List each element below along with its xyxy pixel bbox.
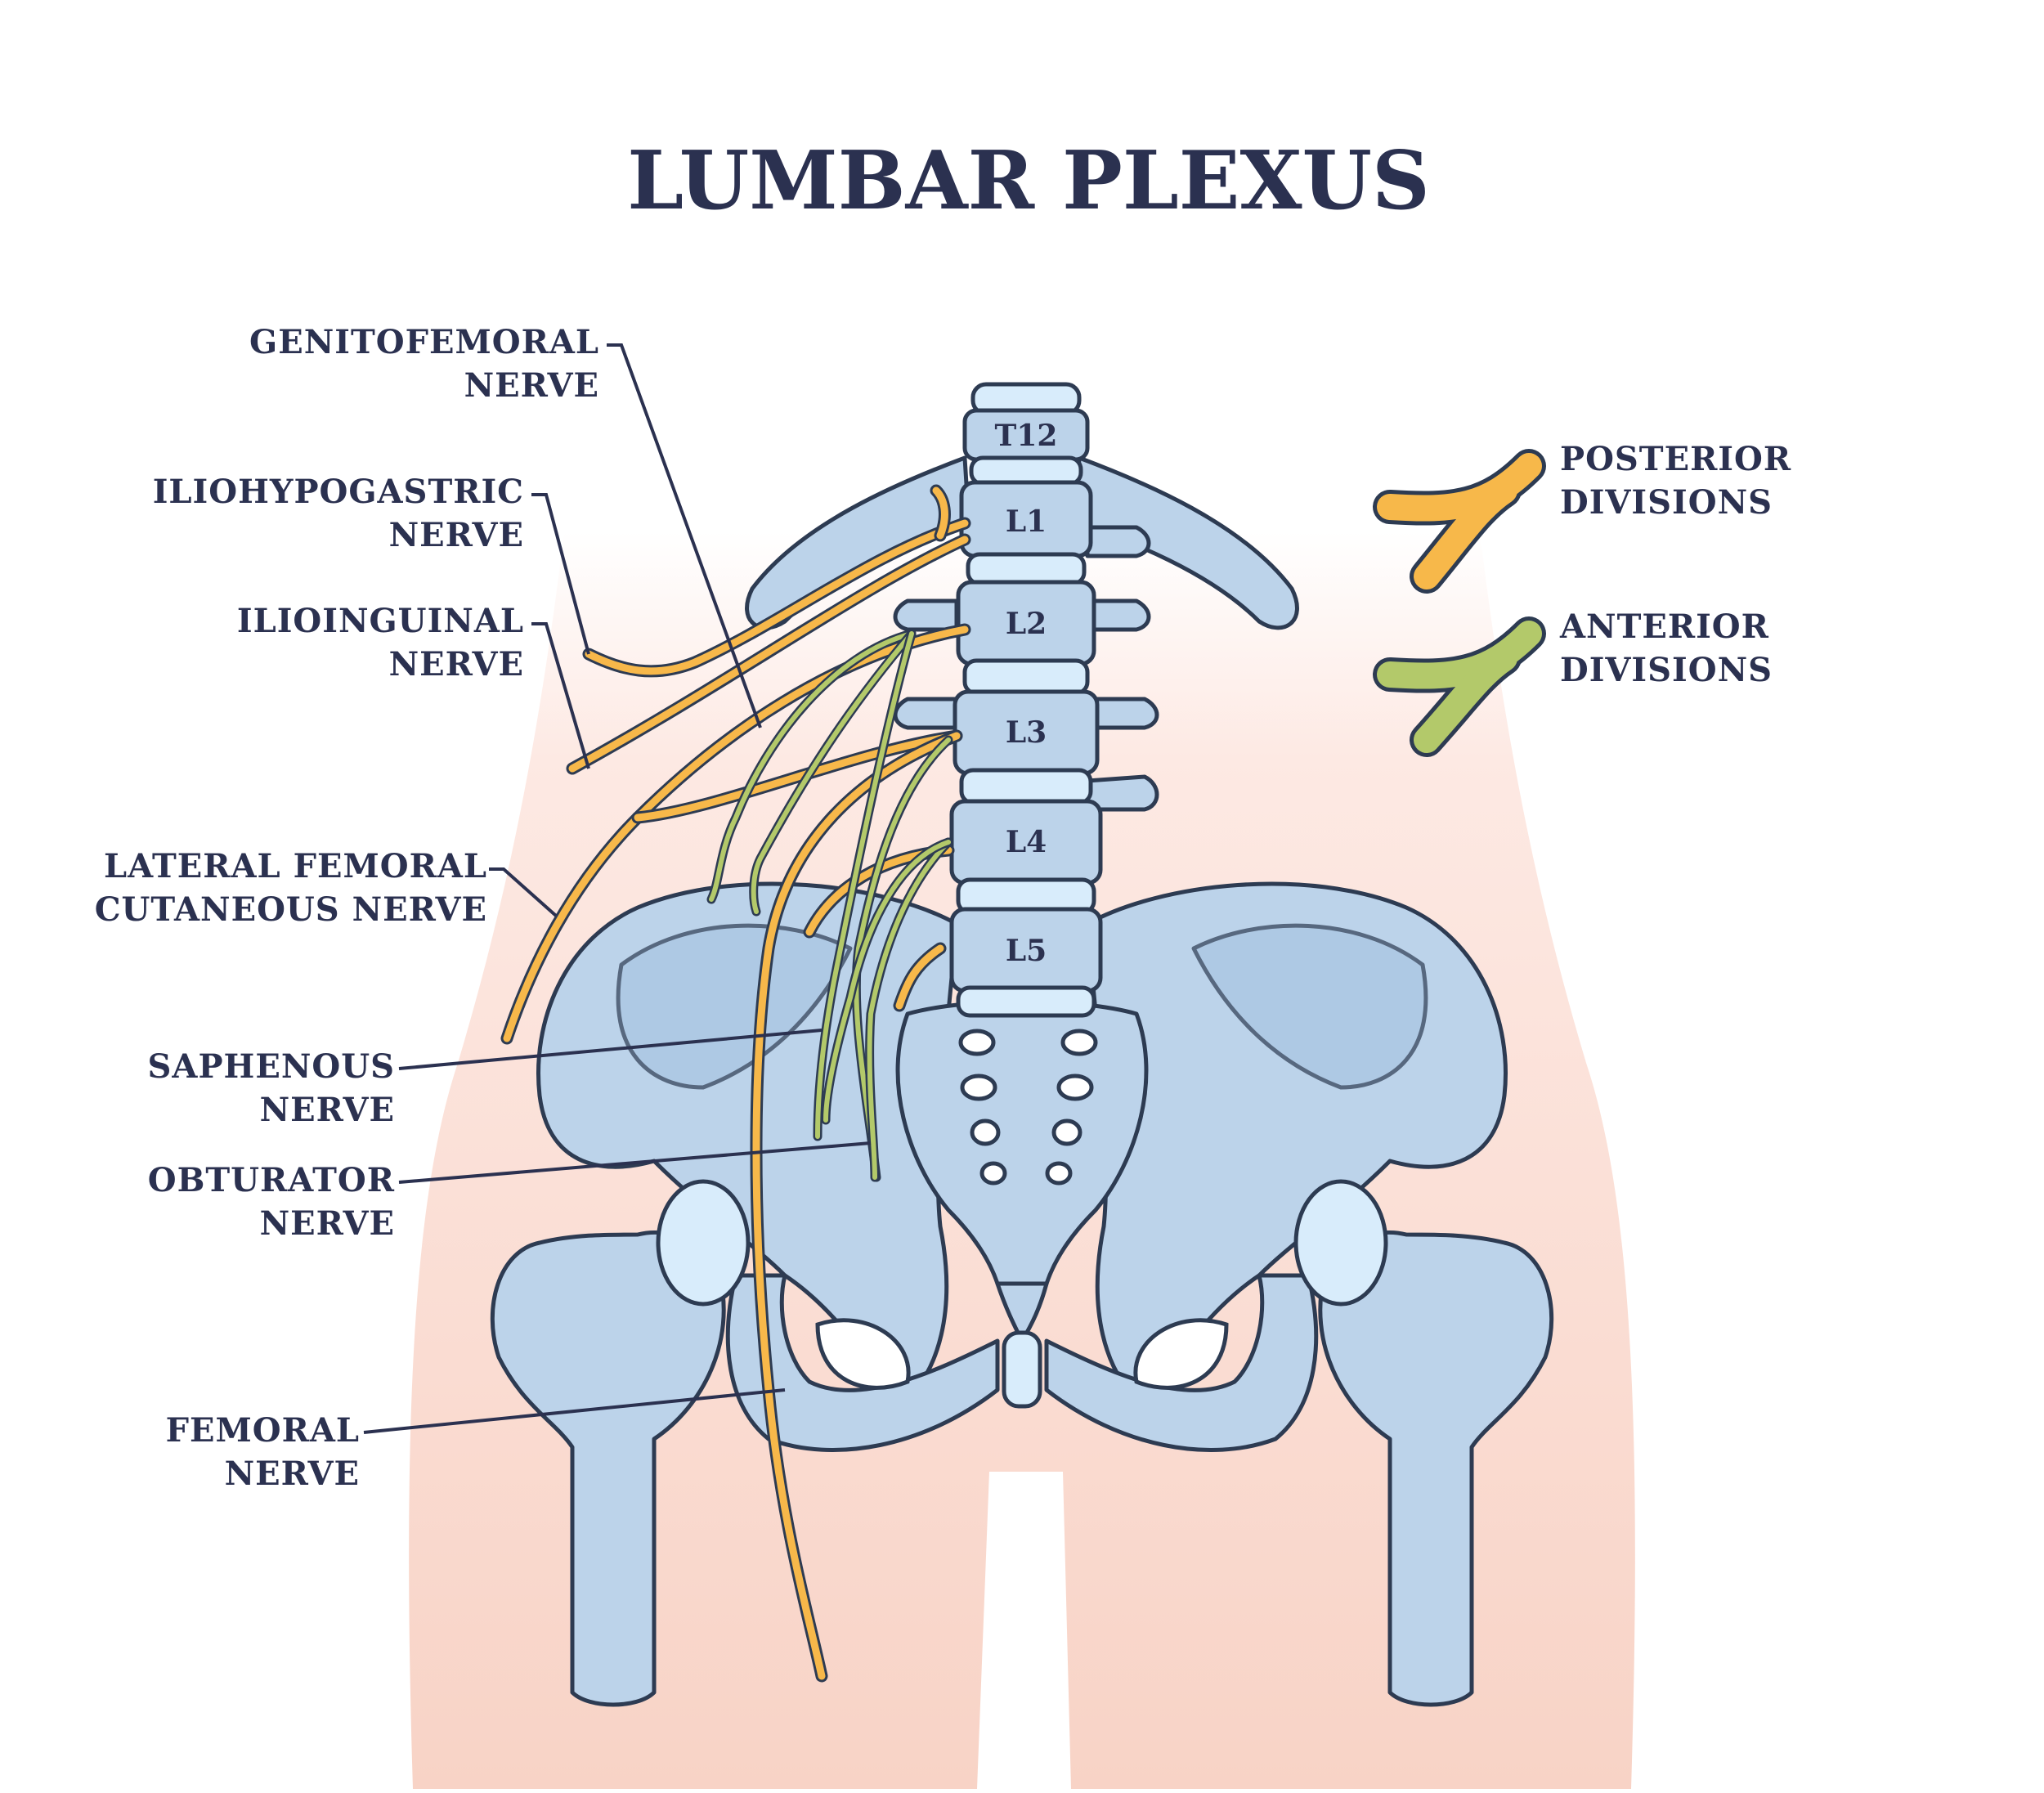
- legend-posterior-divisions: POSTERIOR DIVISIONS: [1373, 440, 1791, 594]
- legend-anterior-divisions: ANTERIOR DIVISIONS: [1373, 607, 1773, 757]
- label-ilioinguinal-nerve: ILIOINGUINAL NERVE: [237, 602, 524, 684]
- label-iliohypogastric-nerve: ILIOHYPOGASTRIC NERVE: [153, 473, 524, 554]
- label-genitofemoral-nerve: GENITOFEMORAL NERVE: [249, 323, 599, 405]
- label-lateral-femoral-line1: LATERAL FEMORAL: [104, 847, 487, 885]
- legend-anterior-line2: DIVISIONS: [1560, 651, 1773, 689]
- label-femoral-line1: FEMORAL: [166, 1411, 360, 1450]
- label-genitofemoral-line2: NERVE: [464, 366, 599, 405]
- vertebra-label-l5: L5: [1006, 934, 1047, 968]
- label-ilioinguinal-line1: ILIOINGUINAL: [237, 602, 524, 640]
- label-obturator-line2: NERVE: [260, 1204, 395, 1243]
- posterior-division-nerves: [500, 484, 971, 1683]
- label-obturator-nerve: OBTURATOR NERVE: [148, 1161, 395, 1243]
- label-iliohypogastric-line2: NERVE: [389, 516, 524, 554]
- label-iliohypogastric-line1: ILIOHYPOGASTRIC: [153, 473, 524, 511]
- vertebra-label-l4: L4: [1006, 825, 1047, 859]
- anterior-division-nerves: [706, 629, 953, 1182]
- legend-anterior-line1: ANTERIOR: [1559, 607, 1769, 646]
- vertebra-label-t12: T12: [995, 419, 1058, 453]
- label-saphenous-line2: NERVE: [260, 1091, 395, 1129]
- spine: T12 L1 L2 L3 L4 L5: [745, 382, 1299, 1018]
- left-femur: [490, 1179, 751, 1707]
- label-saphenous-nerve: SAPHENOUS NERVE: [148, 1047, 395, 1129]
- sacral-foramina: [958, 1029, 1098, 1186]
- page-title: LUMBAR PLEXUS: [627, 134, 1429, 228]
- vertebra-label-l3: L3: [1006, 715, 1047, 750]
- right-femur: [1293, 1179, 1554, 1707]
- legend: POSTERIOR DIVISIONS ANTERIOR DIVISIONS: [1373, 440, 1791, 757]
- pelvis: [536, 881, 1508, 1452]
- label-femoral-nerve: FEMORAL NERVE: [166, 1411, 360, 1493]
- nerves: [500, 484, 971, 1683]
- legend-posterior-line2: DIVISIONS: [1560, 483, 1773, 522]
- label-lateral-femoral-line2: CUTANEOUS NERVE: [95, 890, 487, 929]
- anterior-division-swatch-icon: [1373, 616, 1546, 757]
- label-femoral-line2: NERVE: [225, 1455, 360, 1493]
- label-saphenous-line1: SAPHENOUS: [148, 1047, 395, 1086]
- label-lateral-femoral-cutaneous-nerve: LATERAL FEMORAL CUTANEOUS NERVE: [95, 847, 487, 929]
- leader-lines: [363, 343, 872, 1434]
- posterior-division-swatch-icon: [1373, 449, 1546, 594]
- vertebra-label-l2: L2: [1006, 607, 1047, 641]
- label-ilioinguinal-line2: NERVE: [389, 645, 524, 684]
- vertebra-label-l1: L1: [1006, 504, 1047, 539]
- label-genitofemoral-line1: GENITOFEMORAL: [249, 323, 599, 361]
- label-obturator-line1: OBTURATOR: [148, 1161, 395, 1199]
- legend-posterior-line1: POSTERIOR: [1560, 440, 1791, 478]
